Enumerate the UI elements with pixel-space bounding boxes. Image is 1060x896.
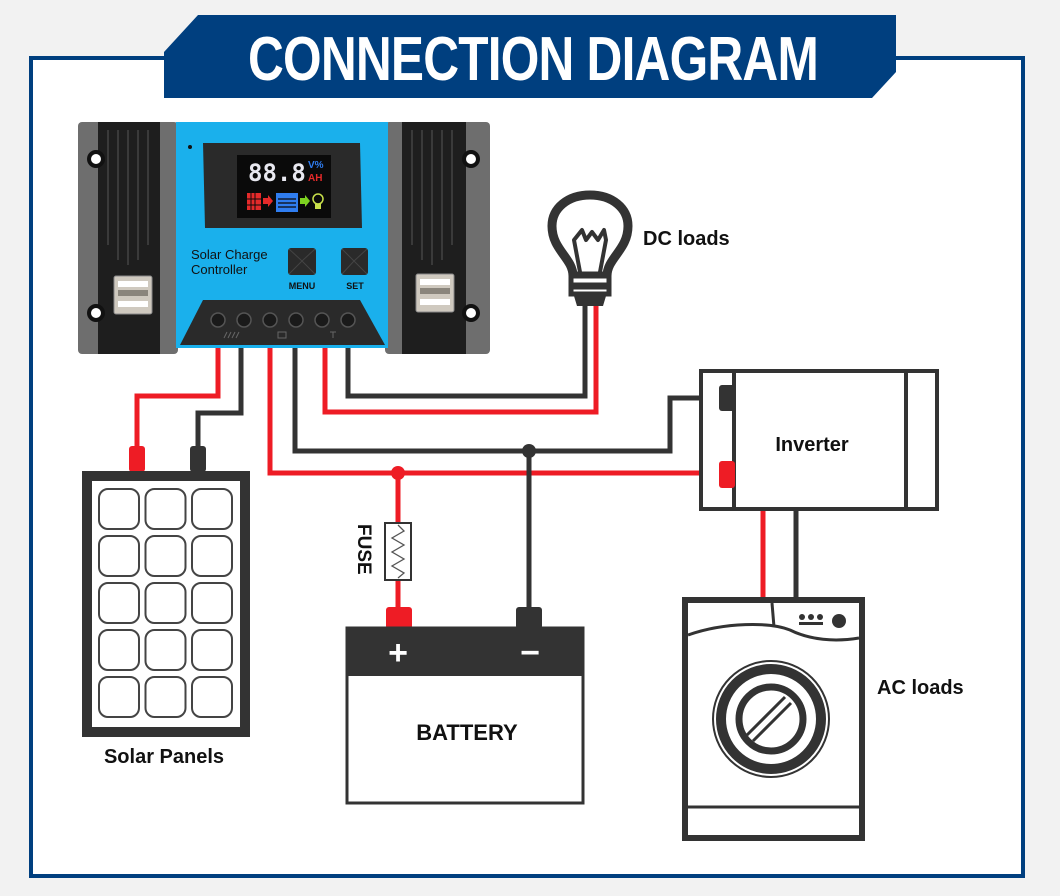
battery bbox=[345, 607, 585, 805]
load-positive-wire bbox=[322, 300, 599, 415]
inverter bbox=[699, 369, 939, 511]
discharge-arrow-icon bbox=[300, 195, 310, 207]
solar-cell bbox=[144, 676, 187, 718]
solar-cell bbox=[191, 488, 233, 530]
dc-load-bulb-icon bbox=[547, 190, 633, 306]
menu-button[interactable] bbox=[288, 248, 316, 275]
solar-cell bbox=[191, 535, 233, 577]
terminal-screw-icon bbox=[210, 312, 226, 328]
battery-positive-symbol: + bbox=[388, 634, 408, 672]
solar-cell bbox=[98, 582, 140, 624]
solar-cell bbox=[98, 488, 140, 530]
inverter-positive-terminal bbox=[719, 461, 735, 488]
ac-loads-label: AC loads bbox=[877, 677, 964, 699]
washing-machine-icon bbox=[682, 597, 865, 841]
battery-negative-terminal bbox=[516, 607, 542, 629]
solar-cell bbox=[144, 535, 187, 577]
display-unit-bottom: AH bbox=[308, 173, 322, 184]
inverter-negative-terminal bbox=[719, 385, 735, 411]
load-terminal-symbol-icon bbox=[330, 331, 336, 338]
load-negative-wire bbox=[345, 300, 588, 399]
terminal-screw-icon bbox=[236, 312, 252, 328]
display-unit-top: V% bbox=[308, 160, 324, 171]
solar-negative-wire bbox=[195, 340, 244, 448]
menu-button-label: MENU bbox=[289, 281, 316, 291]
usb-port-icon bbox=[415, 273, 455, 313]
page-title: CONNECTION DIAGRAM bbox=[248, 25, 818, 94]
solar-terminal-symbol-icon bbox=[223, 331, 240, 339]
solar-cell bbox=[191, 582, 233, 624]
solar-cell bbox=[98, 535, 140, 577]
solar-cell bbox=[191, 676, 233, 718]
battery-negative-wire bbox=[292, 340, 720, 454]
set-button[interactable] bbox=[341, 248, 368, 275]
positive-junction-dot bbox=[391, 466, 405, 480]
terminal-screw-icon bbox=[340, 312, 356, 328]
fuse-icon bbox=[384, 522, 412, 581]
battery-positive-wire bbox=[267, 340, 720, 476]
negative-junction-dot bbox=[522, 444, 536, 458]
solar-cell bbox=[98, 629, 140, 671]
solar-cell bbox=[144, 488, 187, 530]
mount-hole-icon bbox=[462, 150, 480, 168]
load-bulb-indicator-icon bbox=[312, 193, 324, 209]
battery-terminal-symbol-icon bbox=[277, 331, 287, 339]
header-banner: CONNECTION DIAGRAM bbox=[164, 15, 896, 98]
battery-negative-symbol: − bbox=[520, 634, 540, 672]
controller-name-line2: Controller bbox=[191, 262, 248, 277]
solar-cell bbox=[98, 676, 140, 718]
battery-indicator-icon bbox=[276, 193, 298, 212]
mount-hole-icon bbox=[87, 304, 105, 322]
charge-controller: 88.8 V% AH Solar Charge Controller MENU bbox=[78, 122, 490, 354]
dc-loads-label: DC loads bbox=[643, 228, 730, 250]
terminal-block bbox=[180, 300, 385, 345]
usb-port-icon bbox=[113, 275, 153, 315]
solar-panel bbox=[82, 446, 250, 737]
solar-panels-label: Solar Panels bbox=[104, 746, 224, 768]
solar-positive-wire bbox=[134, 340, 221, 448]
terminal-screw-icon bbox=[288, 312, 304, 328]
charge-arrow-icon bbox=[263, 195, 273, 207]
display-digits: 88.8 bbox=[248, 159, 306, 187]
solar-cell bbox=[191, 629, 233, 671]
set-button-label: SET bbox=[346, 281, 364, 291]
mount-hole-icon bbox=[87, 150, 105, 168]
controller-name-line1: Solar Charge bbox=[191, 247, 268, 262]
solar-panel-indicator-icon bbox=[247, 193, 261, 210]
inverter-label: Inverter bbox=[775, 434, 849, 456]
solar-cell bbox=[144, 629, 187, 671]
battery-positive-terminal bbox=[386, 607, 412, 629]
terminal-screws bbox=[210, 312, 356, 328]
mount-hole-icon bbox=[462, 304, 480, 322]
battery-label: BATTERY bbox=[416, 720, 518, 745]
fuse-label: FUSE bbox=[353, 524, 374, 575]
solar-cell bbox=[144, 582, 187, 624]
terminal-screw-icon bbox=[314, 312, 330, 328]
terminal-screw-icon bbox=[262, 312, 278, 328]
